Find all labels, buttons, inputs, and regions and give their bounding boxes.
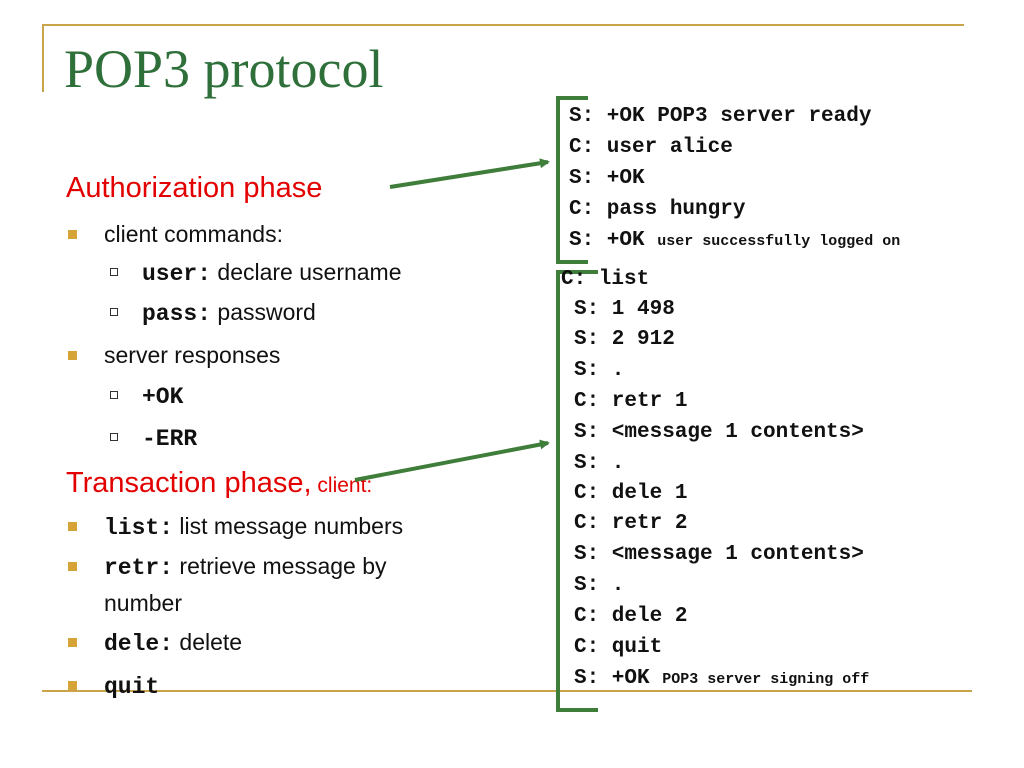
retr-command-desc-continued: number — [104, 590, 182, 616]
list-command-desc: list message numbers — [173, 513, 404, 539]
session-line: C: retr 2 — [574, 512, 688, 535]
user-command-item: user: declare username — [110, 259, 402, 287]
authorization-phase-heading: Authorization phase — [66, 172, 323, 204]
pass-command-desc: password — [211, 299, 316, 325]
session-line: C: list — [561, 268, 650, 291]
session-line: C: dele 2 — [574, 605, 688, 628]
list-command-item: list: list message numbers — [67, 513, 404, 541]
session-line: S: +OK POP3 server ready — [569, 105, 872, 128]
dele-command-item: dele: delete — [67, 629, 243, 657]
command-summary: Authorization phase client commands: use… — [66, 172, 404, 700]
session-line: S: <message 1 contents> — [574, 543, 864, 566]
authorization-session-bracket — [556, 96, 588, 264]
session-line: C: quit — [574, 636, 663, 659]
dele-command-desc: delete — [173, 629, 243, 655]
user-command: user: — [142, 261, 212, 287]
session-line: S: . — [574, 359, 625, 382]
pass-command-item: pass: password — [110, 299, 316, 327]
session-line: S: 2 912 — [574, 328, 675, 351]
frame-bottom-line — [42, 690, 972, 692]
session-line: S: . — [574, 574, 625, 597]
pass-command: pass: — [142, 301, 212, 327]
session-line: C: retr 1 — [574, 390, 688, 413]
retr-command-desc: retrieve message by — [173, 553, 387, 579]
authorization-arrow — [389, 158, 550, 189]
server-responses-item: server responses — [67, 342, 281, 368]
session-line: C: dele 1 — [574, 482, 688, 505]
session-line: S: +OK user successfully logged on — [569, 229, 901, 252]
err-response: -ERR — [142, 426, 198, 452]
session-line: S: +OK — [569, 167, 645, 190]
dele-command: dele: — [104, 631, 174, 657]
frame-top-line — [42, 24, 964, 26]
client-commands-item: client commands: — [68, 221, 283, 247]
session-line: S: 1 498 — [574, 298, 675, 321]
session-line: S: . — [574, 452, 625, 475]
retr-command-item: retr: retrieve message by — [68, 553, 387, 581]
ok-response: +OK — [142, 384, 184, 410]
quit-command-item: quit — [67, 672, 160, 700]
session-line: C: user alice — [569, 136, 733, 159]
frame-left-line — [42, 24, 44, 92]
transaction-arrow — [354, 439, 550, 482]
transaction-session-bracket — [556, 270, 598, 712]
transaction-phase-label: Transaction phase, — [66, 467, 312, 499]
ok-response-item: +OK — [109, 382, 184, 410]
session-line: C: pass hungry — [569, 198, 746, 221]
session-line: S: +OK POP3 server signing off — [574, 667, 870, 690]
err-response-item: -ERR — [109, 424, 198, 452]
session-line: S: <message 1 contents> — [574, 421, 864, 444]
slide-title: POP3 protocol — [64, 39, 384, 99]
quit-command: quit — [104, 674, 160, 700]
user-command-desc: declare username — [211, 259, 402, 285]
list-command: list: — [104, 515, 174, 541]
retr-command: retr: — [104, 555, 174, 581]
